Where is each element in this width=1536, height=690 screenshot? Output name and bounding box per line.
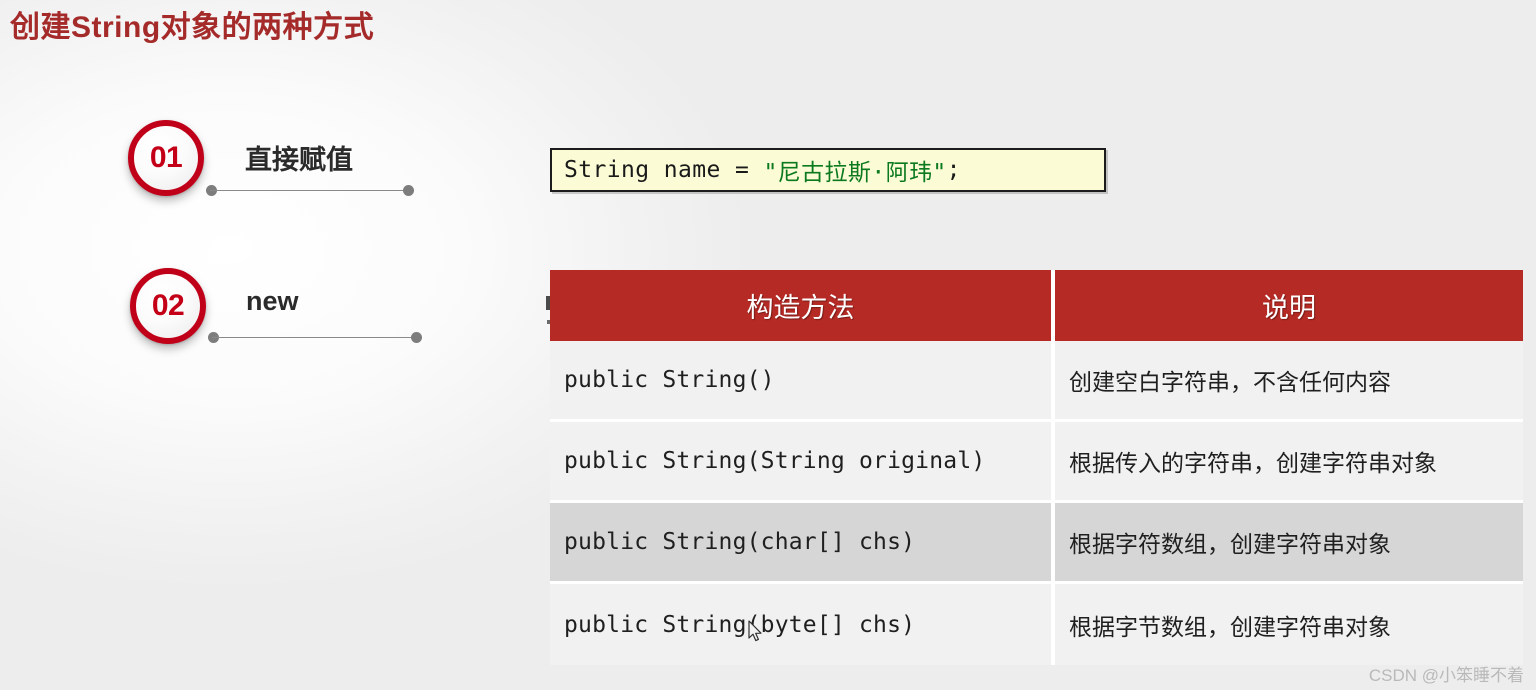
- page-title: 创建String对象的两种方式: [10, 11, 375, 44]
- cell-description: 创建空白字符串，不含任何内容: [1055, 341, 1523, 422]
- connector-rule: [212, 337, 418, 338]
- cell-method: public String(char[] chs): [550, 503, 1055, 584]
- cell-method: public String(): [550, 341, 1055, 422]
- cell-description: 根据字符数组，创建字符串对象: [1055, 503, 1523, 584]
- step-number-text: 01: [149, 141, 183, 174]
- table-body: public String() 创建空白字符串，不含任何内容 public St…: [550, 341, 1523, 665]
- table-row: public String(byte[] chs) 根据字节数组，创建字符串对象: [550, 584, 1523, 665]
- step-label: new: [246, 286, 299, 316]
- column-header-method: 构造方法: [550, 270, 1055, 341]
- table-header-row: 构造方法 说明: [550, 270, 1523, 341]
- connector-rule: [210, 190, 410, 191]
- cell-description: 根据传入的字符串，创建字符串对象: [1055, 422, 1523, 503]
- constructor-methods-table: 构造方法 说明 public String() 创建空白字符串，不含任何内容 p…: [550, 270, 1523, 665]
- step-connector-line: [208, 332, 422, 343]
- table-row: public String(String original) 根据传入的字符串，…: [550, 422, 1523, 503]
- step-number-badge: 02: [130, 268, 206, 344]
- cell-description: 根据字节数组，创建字符串对象: [1055, 584, 1523, 665]
- code-suffix: ;: [946, 157, 961, 183]
- connector-end-dot-icon: [403, 185, 414, 196]
- step-connector-line: [206, 185, 414, 196]
- step-number-text: 02: [151, 289, 185, 322]
- code-prefix: String name =: [564, 157, 764, 183]
- cell-method: public String(String original): [550, 422, 1055, 503]
- table-row: public String() 创建空白字符串，不含任何内容: [550, 341, 1523, 422]
- code-sample-box: String name = "尼古拉斯·阿玮";: [550, 148, 1106, 192]
- table-header: 构造方法 说明: [550, 270, 1523, 341]
- connector-end-dot-icon: [411, 332, 422, 343]
- watermark-text: CSDN @小笨睡不着: [1368, 666, 1524, 685]
- step-label: 直接赋值: [245, 145, 353, 175]
- table-edge-artifact: [546, 296, 551, 310]
- cell-method: public String(byte[] chs): [550, 584, 1055, 665]
- table-edge-artifact-secondary: [547, 320, 550, 324]
- table-row: public String(char[] chs) 根据字符数组，创建字符串对象: [550, 503, 1523, 584]
- column-header-description: 说明: [1055, 270, 1523, 341]
- step-number-badge: 01: [128, 120, 204, 196]
- code-string-literal: "尼古拉斯·阿玮": [763, 160, 947, 186]
